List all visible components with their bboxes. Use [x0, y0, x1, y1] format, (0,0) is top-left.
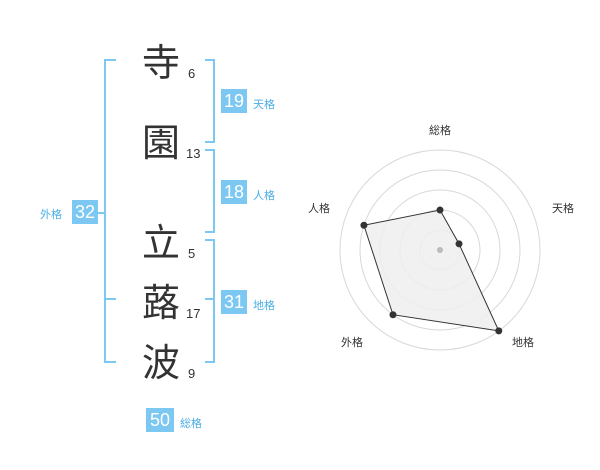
gaikaku-bracket-connector [96, 212, 104, 214]
tenkaku-label: 天格 [253, 98, 275, 111]
radar-center-dot [437, 247, 443, 253]
name-char-1: 寺 [141, 41, 180, 85]
radar-axis-label-soukaku: 総格 [429, 123, 451, 137]
gaikaku-bracket [104, 59, 116, 363]
name-char-2: 園 [141, 121, 180, 165]
stroke-count-2: 13 [186, 146, 201, 161]
jinkaku-label: 人格 [253, 189, 275, 202]
radar-axis-label-jinkaku: 人格 [308, 201, 330, 215]
radar-axis-label-tenkaku: 天格 [552, 201, 574, 215]
radar-point-3 [389, 311, 397, 319]
chikaku-bracket [205, 239, 215, 363]
gaikaku-value-box: 32 [72, 200, 98, 224]
soukaku-value-box: 50 [146, 408, 174, 432]
stroke-count-1: 6 [188, 66, 196, 81]
jinkaku-bracket [205, 149, 215, 233]
radar-ring [359, 169, 521, 331]
radar-points [360, 206, 503, 335]
tenkaku-bracket [205, 59, 215, 143]
name-char-5: 波 [141, 341, 180, 385]
radar-point-1 [455, 240, 463, 248]
gaikaku-bracket-tick [106, 298, 116, 300]
tenkaku-value-box: 19 [221, 89, 247, 113]
jinkaku-value-box: 18 [221, 180, 247, 204]
stroke-count-3: 5 [188, 246, 196, 261]
name-char-3: 立 [141, 221, 180, 265]
radar-series-polygon [363, 209, 500, 332]
chikaku-bracket-tick [205, 298, 213, 300]
gaikaku-label: 外格 [40, 208, 62, 221]
radar-point-2 [495, 327, 503, 335]
name-char-4: 蕗 [141, 281, 180, 325]
soukaku-label: 総格 [180, 417, 202, 430]
radar-axis-label-chikaku: 地格 [512, 335, 534, 349]
stroke-count-4: 17 [186, 306, 201, 321]
radar-axis-label-gaikaku: 外格 [341, 335, 363, 349]
chikaku-value-box: 31 [221, 290, 247, 314]
chikaku-label: 地格 [253, 299, 275, 312]
radar-ring [339, 149, 541, 351]
stroke-count-5: 9 [188, 366, 196, 381]
radar-point-4 [360, 221, 368, 229]
radar-point-0 [436, 206, 444, 214]
